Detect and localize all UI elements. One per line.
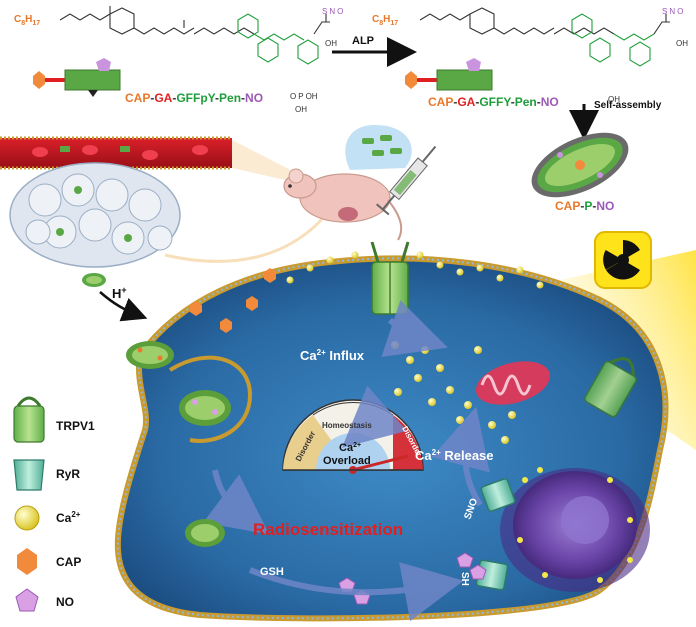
gauge-middle-label: Homeostasis [322,421,372,430]
capsaicin-hexagon-icon [17,548,37,575]
trpv1-channel-icon [13,396,45,443]
legend-label-calcium: Ca2+ [56,510,81,525]
ryr-channel-upper [480,478,516,512]
zoom-line [164,209,332,263]
er-calcium-dots [517,467,633,583]
precursor-name-part: - [172,91,176,105]
oh-atom-label: OH [325,39,337,48]
nucleus [500,467,650,592]
nude-mouse [283,168,403,241]
precursor-name-part: CAP [125,91,150,105]
trpv1-channel-top [370,241,410,315]
product-structure [419,7,670,67]
flow-arrow-influx [381,300,448,358]
precursor-cartoon [33,58,121,97]
endocytosis-pocket [168,355,253,443]
legend-label-cap: CAP [56,555,81,569]
precursor-structure [59,6,330,65]
alp-label: ALP [352,35,374,47]
precursor-name-part: GFFpY [176,91,215,105]
fiber-name-part: - [592,199,596,213]
calcium-ions-extracellular [286,251,544,289]
precursor-name-part: Pen [219,91,241,105]
acid-label: H+ [112,285,127,301]
nanofiber-bundle-small [82,273,106,287]
blood-vessel [0,136,232,170]
legend-label-trpv1: TRPV1 [56,419,95,433]
phosphate-oh-label: OH [295,105,307,114]
flow-arrow-1 [203,469,270,535]
oh-atom-label-product: OH [676,39,688,48]
gauge-center-line2: Overload [323,455,371,467]
alkyl-chain-label-left: C8H17 [14,14,40,27]
precursor-name-part: - [241,91,245,105]
nanofiber-cytoplasm [185,519,225,547]
product-name-part: - [453,95,457,109]
alkyl-chain-label-right: C8H17 [372,14,398,27]
self-assembly-label: Self-assembly [594,100,662,111]
membrane-lipid-heads [116,257,667,620]
fiber-name-part: CAP [555,199,580,213]
gauge-center-line1: Ca2+ [339,442,361,454]
ryr-channel-icon [13,459,45,491]
product-name-part: CAP [428,95,453,109]
precursor-name: CAP-GA-GFFpY-Pen-NO [125,91,263,105]
fiber-name: CAP-P-NO [555,199,614,213]
calcium-influx-label: Ca2+ Influx [300,348,365,363]
acid-arrow [99,291,148,322]
precursor-name-part: GA [154,91,172,105]
injection-bubble [345,125,412,170]
fiber-name-part: - [580,199,584,213]
nanofiber-in-endosome [179,390,231,426]
calcium-release-label: Ca2+ Release [415,448,494,463]
precursor-name-part: - [150,91,154,105]
product-name-part: - [511,95,515,109]
tumor-tissue [9,162,181,268]
fiber-name-part: NO [596,199,614,213]
flow-arrow-gauge [341,385,407,448]
calcium-ion-icon [14,505,40,531]
cap-p-no-nanofiber [531,132,629,198]
product-name-part: - [475,95,479,109]
product-name-part: Pen [515,95,537,109]
product-name-part: NO [541,95,559,109]
radiation-icon [594,231,652,289]
precursor-name-part: - [215,91,219,105]
product-cartoon [405,58,493,91]
radiosensitization-label: Radiosensitization [253,520,403,539]
trpv1-channel-right [584,357,637,418]
nitric-oxide-pentagon-icon [15,588,39,612]
product-name: CAP-GA-GFFY-Pen-NO [428,95,559,109]
syringe [375,145,437,216]
cap-hexagons [190,268,276,333]
mitochondrion [475,361,551,405]
flow-arrow-release [431,406,490,507]
nanofiber-extracellular [126,341,174,369]
legend-label-no: NO [56,595,74,609]
precursor-name-part: NO [245,91,263,105]
fiber-name-part: P [584,199,592,213]
flow-arrow-gsh [248,562,464,622]
sh-label: SH [459,572,470,586]
tyrosine-oh-label: OH [608,95,620,104]
legend-label-ryr: RyR [56,467,80,481]
product-name-part: GFFY [479,95,511,109]
gsh-label: GSH [260,566,284,578]
product-name-part: - [537,95,541,109]
gauge-needle [352,454,409,472]
product-name-part: GA [457,95,475,109]
